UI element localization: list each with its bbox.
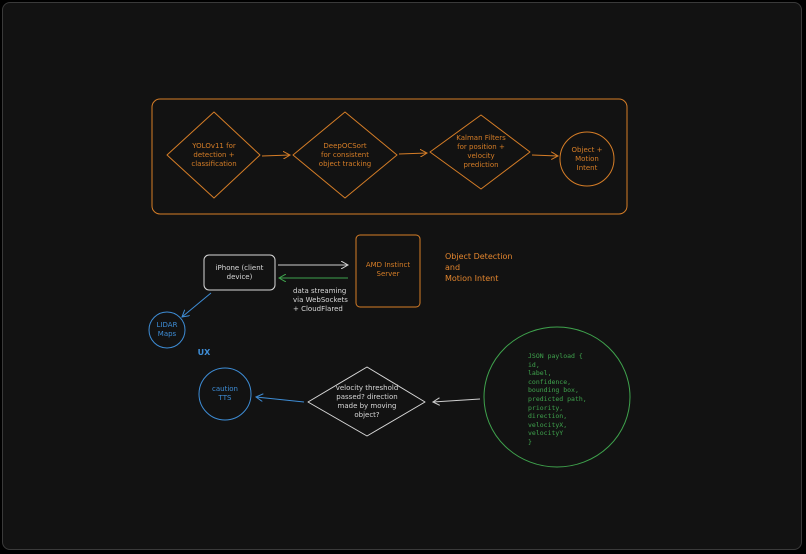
payload-label: JSON payload { id, label, confidence, bo… xyxy=(528,352,587,446)
caution-label: caution TTS xyxy=(212,385,238,402)
server-box[interactable] xyxy=(355,234,421,308)
arrow-decision-to-caution xyxy=(256,397,305,403)
decision-diamond[interactable] xyxy=(307,366,426,437)
streaming-label: data streaming via WebSockets + CloudFla… xyxy=(293,287,348,313)
lidar-circle[interactable] xyxy=(148,311,186,349)
kalman-diamond[interactable] xyxy=(429,114,531,190)
lidar-label: LIDAR Maps xyxy=(156,321,178,338)
iphone-box[interactable] xyxy=(203,254,276,291)
intent-label: Object + Motion Intent xyxy=(571,145,603,172)
deepocsort-label: DeepOCSort for consistent object trackin… xyxy=(318,141,372,168)
deepocsort-diamond[interactable] xyxy=(292,111,398,199)
server-title: Object Detection and Motion Intent xyxy=(445,252,513,283)
arrow-iphone-to-lidar xyxy=(182,292,212,317)
decision-label: velocity threshold passed? direction mad… xyxy=(335,384,399,419)
arrow-yolo-to-deepocsort xyxy=(261,155,290,156)
arrow-deepocsort-to-kalman xyxy=(398,153,427,154)
intent-circle[interactable] xyxy=(559,131,615,187)
arrow-payload-to-decision xyxy=(433,399,481,402)
caution-circle[interactable] xyxy=(198,367,252,421)
yolo-diamond[interactable] xyxy=(166,111,261,199)
ux-heading: UX xyxy=(197,347,211,357)
yolo-label: YOLOv11 for detection + classification xyxy=(191,141,237,168)
payload-circle[interactable] xyxy=(483,326,631,468)
server-label: AMD Instinct Server xyxy=(365,261,411,278)
kalman-label: Kalman Filters for position + velocity p… xyxy=(456,134,506,169)
arrow-kalman-to-intent xyxy=(531,155,558,156)
iphone-label: iPhone (client device) xyxy=(215,263,264,281)
pipeline-container xyxy=(151,98,628,215)
